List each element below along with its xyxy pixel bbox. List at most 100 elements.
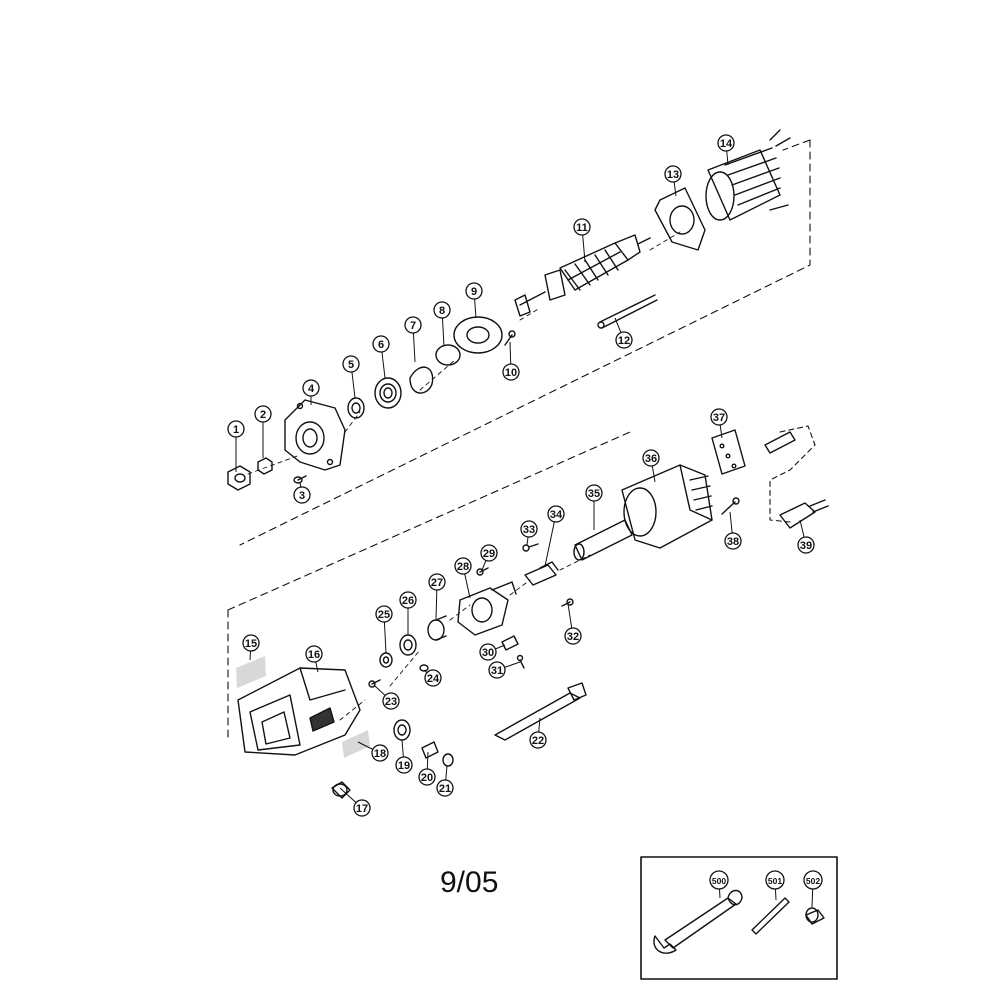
part-18-label	[342, 730, 370, 758]
callout-circle-38	[724, 532, 742, 550]
upper-axis-line	[247, 231, 681, 475]
callout-circle-20	[418, 768, 436, 786]
callout-number-24: 24	[427, 673, 440, 685]
callout-number-20: 20	[421, 772, 433, 784]
callout-circle-18	[371, 744, 389, 762]
callout-circle-35	[585, 484, 603, 502]
callout-10: 10	[502, 341, 520, 381]
part-15-label	[236, 656, 266, 688]
callout-number-5: 5	[348, 359, 354, 371]
callout-circle-39	[797, 536, 815, 554]
callout-3: 3	[293, 481, 311, 504]
callout-circle-14	[717, 134, 735, 152]
callout-36: 36	[642, 449, 660, 483]
callout-circle-1	[227, 420, 245, 438]
callout-30: 30	[479, 643, 506, 661]
part-13-brush-bracket	[654, 187, 706, 251]
callout-circle-24	[424, 669, 442, 687]
accessory-box	[640, 856, 838, 980]
callout-number-27: 27	[431, 577, 443, 589]
callout-circle-36	[642, 449, 660, 467]
part-27-sleeve	[427, 615, 447, 641]
callout-circle-30	[479, 643, 497, 661]
callout-circle-16	[305, 645, 323, 663]
part-5-washer	[347, 397, 365, 419]
callout-7: 7	[404, 316, 422, 363]
callout-circle-21	[436, 779, 454, 797]
part-2-nut	[257, 457, 273, 475]
part-10-screw	[504, 330, 516, 346]
upper-assembly-boundary	[239, 139, 811, 546]
callout-34: 34	[544, 505, 565, 567]
callout-32: 32	[564, 603, 582, 645]
callout-29: 29	[480, 544, 498, 571]
callout-number-2: 2	[260, 409, 266, 421]
part-12-long-screw	[597, 294, 658, 329]
callout-17: 17	[339, 787, 371, 817]
callout-number-19: 19	[398, 760, 410, 772]
callout-circle-500	[709, 870, 729, 890]
part-14-field	[705, 129, 791, 221]
callout-circle-8	[433, 301, 451, 319]
callout-number-500: 500	[712, 876, 726, 886]
callout-38: 38	[724, 511, 742, 550]
callout-number-28: 28	[457, 561, 469, 573]
callout-circle-28	[454, 557, 472, 575]
callout-20: 20	[418, 751, 436, 786]
callout-circle-22	[529, 731, 547, 749]
callout-number-33: 33	[523, 524, 535, 536]
part-3-screw	[293, 475, 307, 484]
callout-number-14: 14	[720, 138, 733, 150]
callout-circle-37	[710, 408, 728, 426]
part-38-screw	[721, 497, 740, 515]
callout-number-34: 34	[550, 509, 563, 521]
part-22-lever	[494, 682, 587, 741]
callout-11: 11	[573, 218, 591, 263]
callout-number-11: 11	[576, 222, 588, 234]
callout-number-13: 13	[667, 169, 679, 181]
part-25-washer	[379, 652, 393, 668]
callout-502: 502	[803, 870, 823, 908]
date-code-label: 9/05	[440, 866, 499, 899]
part-29-screw	[476, 567, 489, 576]
callout-19: 19	[395, 739, 413, 774]
parts-drawing	[227, 129, 838, 980]
callout-number-32: 32	[567, 631, 579, 643]
callout-circle-5	[342, 355, 360, 373]
callout-23: 23	[374, 685, 400, 710]
callout-circle-25	[375, 605, 393, 623]
callout-9: 9	[465, 282, 483, 319]
cord-path	[769, 425, 816, 523]
callout-circle-15	[242, 634, 260, 652]
callout-number-23: 23	[385, 696, 397, 708]
callout-circle-10	[502, 363, 520, 381]
part-28-brush-holder	[457, 581, 517, 636]
callout-circle-33	[520, 520, 538, 538]
callout-16: 16	[305, 645, 323, 673]
callout-15: 15	[242, 634, 260, 661]
callout-circle-502	[803, 870, 823, 890]
callout-6: 6	[372, 335, 390, 379]
part-21-cap	[442, 753, 454, 767]
callout-circle-3	[293, 486, 311, 504]
part-31-screw	[516, 654, 525, 669]
callout-number-39: 39	[800, 540, 812, 552]
callout-circle-7	[404, 316, 422, 334]
part-20-collet	[421, 741, 439, 759]
part-19-collet-nut	[393, 719, 411, 741]
callout-5: 5	[342, 355, 360, 399]
callout-number-7: 7	[410, 320, 416, 332]
callout-number-25: 25	[378, 609, 390, 621]
part-7-clip	[409, 366, 434, 394]
callout-circle-11	[573, 218, 591, 236]
part-502-collet	[805, 907, 825, 925]
callout-number-37: 37	[713, 412, 725, 424]
part-37-terminal-plate	[711, 429, 796, 475]
callout-number-1: 1	[233, 424, 239, 436]
part-1-nut	[227, 465, 251, 491]
callout-21: 21	[436, 765, 454, 797]
callout-2: 2	[254, 405, 272, 458]
callout-500: 500	[709, 870, 729, 899]
callout-number-26: 26	[402, 595, 414, 607]
